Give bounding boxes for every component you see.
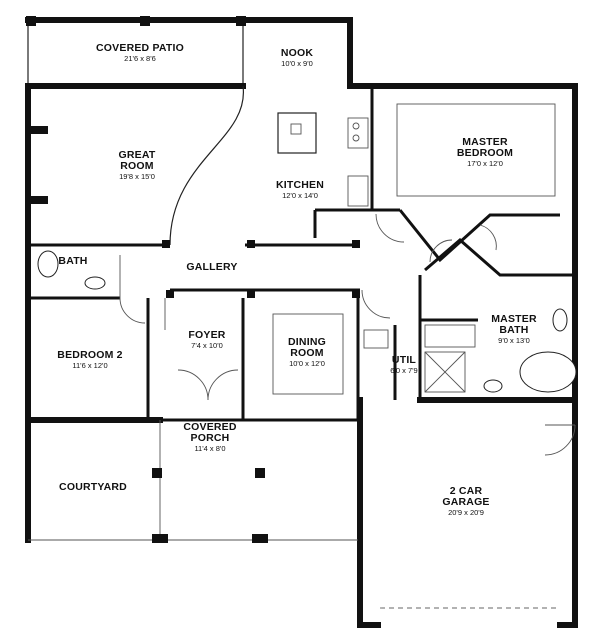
garage-name-line1: 2 CAR [449,485,483,497]
covered-porch-label: COVERED PORCH 11'4 x 8'0 [183,421,237,454]
nook-name: NOOK [280,47,314,59]
gallery-label: GALLERY [186,261,238,273]
nook-dims: 10'0 x 9'0 [281,59,313,69]
master-bath-label: MASTER BATH 9'0 x 13'0 [491,313,537,346]
covered-patio-outline [25,16,353,86]
great-room-name-line2: ROOM [120,160,154,173]
bedroom-2-name: BEDROOM 2 [57,349,123,361]
nook-label: NOOK 10'0 x 9'0 [280,47,314,69]
kitchen-dims: 12'0 x 14'0 [282,191,318,201]
covered-porch-dims: 11'4 x 8'0 [194,444,226,454]
dining-room-label: DINING ROOM 10'0 x 12'0 [288,336,326,369]
covered-patio-label: COVERED PATIO 21'6 x 8'6 [96,42,184,64]
bath-name: BATH [58,255,88,267]
bath-label: BATH [58,255,88,267]
garage-name-line2: GARAGE [442,496,490,509]
kitchen-name: KITCHEN [275,179,325,191]
great-room-dims: 19'8 x 15'0 [119,172,155,182]
util-dims: 6'0 x 7'9 [390,366,418,376]
garage-label: 2 CAR GARAGE 20'9 x 20'9 [442,485,490,518]
courtyard-name: COURTYARD [59,481,127,493]
foyer-label: FOYER 7'4 x 10'0 [188,329,226,351]
great-room-label: GREAT ROOM 19'8 x 15'0 [118,149,156,182]
util-name: UTIL [391,354,417,366]
courtyard-label: COURTYARD [59,481,127,493]
covered-porch-name-line2: PORCH [190,432,230,445]
covered-patio-dims: 21'6 x 8'6 [124,54,156,64]
master-bath-name-line2: BATH [499,324,529,337]
interior-walls [25,86,577,543]
foyer-dims: 7'4 x 10'0 [191,341,223,351]
kitchen-label: KITCHEN 12'0 x 14'0 [275,179,325,201]
great-room-name-line1: GREAT [118,149,156,161]
bedroom-2-label: BEDROOM 2 11'6 x 12'0 [57,349,123,371]
master-bedroom-name-line2: BEDROOM [456,147,514,160]
master-bedroom-name-line1: MASTER [462,136,508,148]
foyer-name: FOYER [188,329,226,341]
master-bath-name-line1: MASTER [491,313,537,325]
master-bath-dims: 9'0 x 13'0 [498,336,530,346]
master-bedroom-dims: 17'0 x 12'0 [467,159,503,169]
exterior-walls [25,17,578,628]
covered-patio-name: COVERED PATIO [96,42,184,54]
bedroom-2-dims: 11'6 x 12'0 [72,361,108,371]
dining-room-dims: 10'0 x 12'0 [289,359,325,369]
dining-room-name-line1: DINING [288,336,326,348]
util-label: UTIL 6'0 x 7'9 [390,354,418,376]
dining-room-name-line2: ROOM [290,347,324,360]
covered-porch-name-line1: COVERED [183,421,237,433]
master-bedroom-label: MASTER BEDROOM 17'0 x 12'0 [456,136,514,169]
gallery-name: GALLERY [186,261,238,273]
garage-dims: 20'9 x 20'9 [448,508,484,518]
